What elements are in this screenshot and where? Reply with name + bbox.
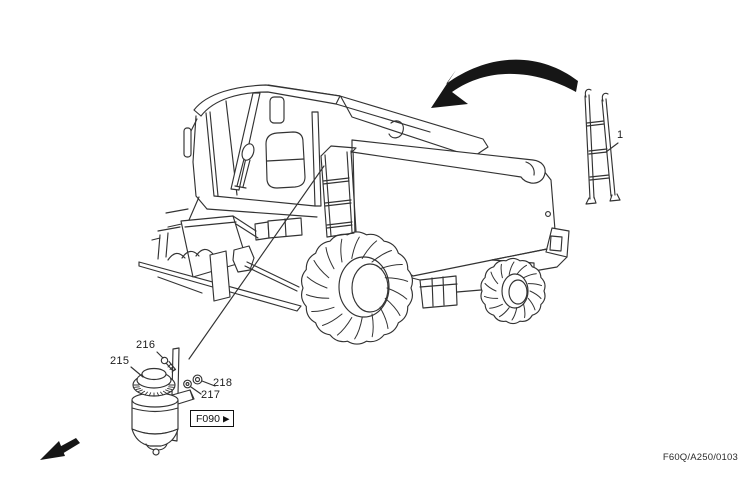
steering-wheel [241,143,255,161]
reservoir-body [131,392,179,456]
feeder-house [138,215,303,312]
rear-wheel [480,257,546,325]
cab [165,84,341,228]
crop-divider [209,250,231,302]
direction-arrow-icon [40,438,80,460]
next-figure-arrow-icon: ▶ [222,413,230,424]
ladder-callout-leader [605,142,619,153]
combine-harvester [138,84,570,345]
callout-label-nut: 218 [213,377,233,389]
reservoir-detail [130,347,216,456]
curved-arrow-icon [431,59,578,108]
callout-leaders [130,351,216,395]
bolt [160,356,177,373]
figure-reference-label: F090 [196,412,220,425]
callout-label-ladder: 1 [617,129,624,141]
callout-label-reservoir: 215 [110,355,130,367]
reservoir-cap [132,367,176,397]
front-wheel [300,231,414,345]
callout-label-bolt: 216 [136,339,156,351]
washer [183,379,192,389]
callout-label-washer: 217 [201,389,221,401]
figure-reference-box[interactable]: F090 ▶ [190,410,235,427]
drawing-code: F60Q/A250/0103 [662,452,738,463]
ladder [584,88,621,205]
nut [192,374,203,385]
mirror [183,127,192,158]
unloader-tube [351,139,546,184]
detail-leader-line [188,165,325,360]
access-steps [320,145,357,238]
